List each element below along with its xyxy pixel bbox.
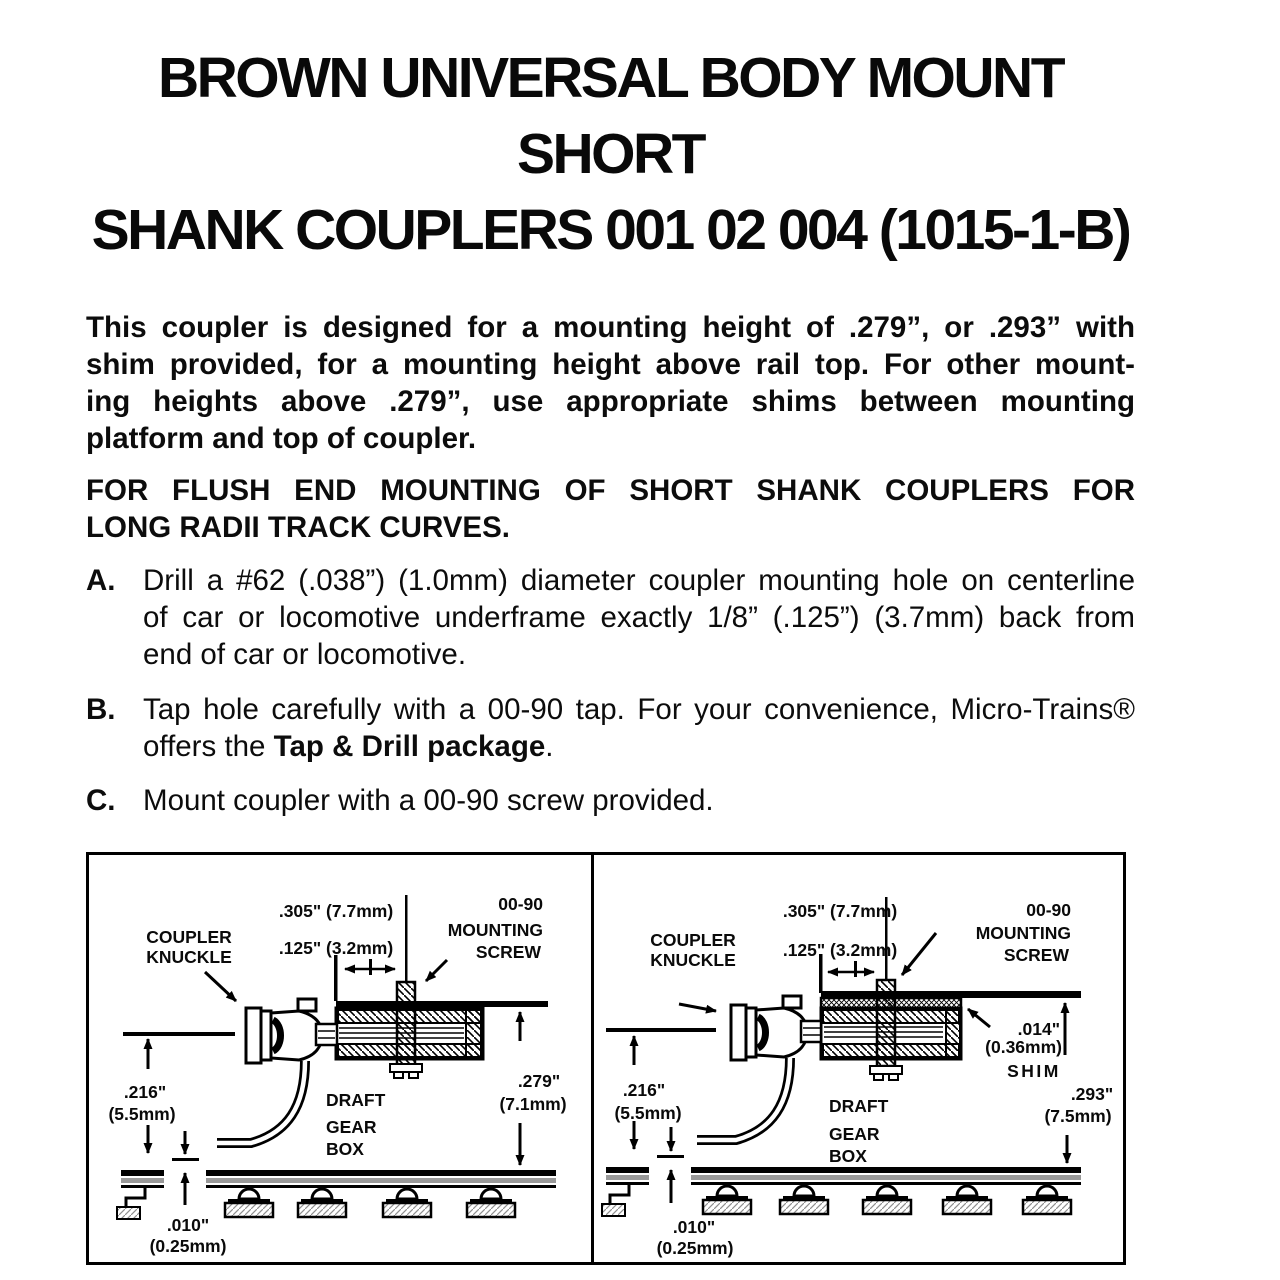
rails — [116, 1158, 556, 1220]
diagram-right-panel: COUPLER KNUCKLE .305" (7.7mm) .125" (3.2… — [601, 897, 1113, 1258]
step-a-label: A. — [86, 564, 116, 597]
step-a-text: Drill a #62 (.038”) (1.0mm) diameter cou… — [143, 562, 1135, 673]
step-a: A. Drill a #62 (.038”) (1.0mm) diameter … — [86, 562, 1135, 673]
screw-extension-line — [885, 897, 888, 981]
dimension-arrows — [143, 958, 525, 1205]
intro-line: shim provided, for a mounting height abo… — [86, 348, 1135, 381]
rails — [601, 1155, 1081, 1217]
label-mounting-screw: 00-90 — [1026, 900, 1071, 920]
step-a-line: of car or locomotive underframe exactly … — [143, 601, 1135, 634]
dim-shim-thickness: (0.36mm) — [985, 1037, 1062, 1057]
diagram-left-panel: COUPLER KNUCKLE .305" (7.7mm) .125" (3.2… — [108, 894, 566, 1256]
dim-centerline-height: (5.5mm) — [614, 1103, 681, 1123]
step-b: B. Tap hole carefully with a 00-90 tap. … — [86, 691, 1135, 765]
step-b-line2-pre: offers the — [143, 730, 274, 763]
step-b-line2-bold: Tap & Drill package — [273, 730, 546, 763]
label-draft-gear-box: GEAR — [326, 1117, 377, 1137]
section-heading-line: FOR FLUSH END MOUNTING OF SHORT SHANK CO… — [86, 474, 1135, 507]
label-shim: SHIM — [1007, 1061, 1061, 1081]
step-c: C. Mount coupler with a 00-90 screw prov… — [86, 782, 1135, 819]
coupler-centerline — [123, 1032, 235, 1036]
dim-centerline-height: .216" — [623, 1080, 665, 1100]
step-c-line: Mount coupler with a 00-90 screw provide… — [143, 784, 714, 817]
trip-pin — [217, 1060, 310, 1148]
trip-pin — [697, 1057, 795, 1145]
section-heading: FOR FLUSH END MOUNTING OF SHORT SHANK CO… — [86, 472, 1135, 546]
car-platform — [334, 955, 548, 1007]
label-coupler-knuckle: COUPLER — [146, 927, 232, 947]
intro-paragraph: This coupler is designed for a mounting … — [86, 309, 1135, 457]
step-b-line: Tap hole carefully with a 00-90 tap. For… — [143, 693, 1135, 726]
dim-screw-offset: .125" (3.2mm) — [279, 938, 393, 958]
mounting-screw-drawing — [869, 978, 903, 1081]
dim-rail-clearance: .010" — [673, 1217, 715, 1237]
step-b-label: B. — [86, 693, 116, 726]
label-mounting-screw: MOUNTING — [976, 923, 1071, 943]
sheet-content: BROWN UNIVERSAL BODY MOUNT SHORT SHANK C… — [86, 0, 1135, 1265]
dim-mount-height: (7.1mm) — [499, 1094, 566, 1114]
dim-centerline-height: .216" — [124, 1082, 166, 1102]
step-c-text: Mount coupler with a 00-90 screw provide… — [143, 782, 1135, 819]
label-coupler-knuckle: COUPLER — [650, 930, 736, 950]
step-c-label: C. — [86, 784, 116, 817]
mounting-screw-drawing — [389, 980, 423, 1079]
page-title: BROWN UNIVERSAL BODY MOUNT SHORT SHANK C… — [86, 0, 1135, 268]
dim-rail-clearance: (0.25mm) — [150, 1236, 227, 1256]
dim-shim-thickness: .014" — [1018, 1019, 1060, 1039]
screw-extension-line — [405, 895, 408, 983]
label-mounting-screw: SCREW — [1004, 945, 1070, 965]
step-b-text: Tap hole carefully with a 00-90 tap. For… — [143, 691, 1135, 765]
label-draft-gear-box: DRAFT — [829, 1096, 889, 1116]
label-draft-gear-box: DRAFT — [326, 1090, 386, 1110]
intro-line: ing heights above .279”, use appropriate… — [86, 385, 1135, 418]
dim-rail-clearance: .010" — [167, 1215, 209, 1235]
label-mounting-screw: 00-90 — [498, 894, 543, 914]
coupler-knuckle-drawing — [729, 994, 823, 1062]
dim-screw-offset: .125" (3.2mm) — [783, 940, 897, 960]
dim-mount-height: .293" — [1071, 1084, 1113, 1104]
track-ties — [223, 1187, 517, 1219]
step-b-line2-post: . — [545, 730, 554, 763]
intro-line: platform and top of coupler. — [86, 422, 477, 455]
intro-line: This coupler is designed for a mounting … — [86, 311, 1135, 344]
label-coupler-knuckle: KNUCKLE — [650, 950, 736, 970]
panel-divider — [591, 855, 594, 1262]
track-ties — [701, 1184, 1073, 1216]
label-draft-gear-box: BOX — [326, 1139, 364, 1159]
step-b-line: offers the Tap & Drill package. — [143, 728, 1135, 765]
diagram-figure: COUPLER KNUCKLE .305" (7.7mm) .125" (3.2… — [86, 852, 1126, 1265]
car-platform — [819, 954, 1081, 998]
step-a-line: end of car or locomotive. — [143, 638, 467, 671]
dim-rail-clearance: (0.25mm) — [657, 1238, 734, 1258]
label-draft-gear-box: BOX — [829, 1146, 867, 1166]
label-mounting-screw: MOUNTING — [448, 920, 543, 940]
dim-centerline-height: (5.5mm) — [108, 1104, 175, 1124]
dim-mount-height: .279" — [518, 1071, 560, 1091]
label-coupler-knuckle: KNUCKLE — [146, 947, 232, 967]
step-a-line: Drill a #62 (.038”) (1.0mm) diameter cou… — [143, 564, 1135, 597]
dim-overall-width: .305" (7.7mm) — [279, 901, 393, 921]
coupler-knuckle-drawing — [244, 997, 339, 1065]
title-line-2: SHANK COUPLERS 001 02 004 (1015-1-B) — [91, 198, 1132, 262]
section-heading-line: LONG RADII TRACK CURVES. — [86, 511, 510, 544]
label-mounting-screw: SCREW — [476, 942, 542, 962]
title-line-1: BROWN UNIVERSAL BODY MOUNT SHORT — [157, 46, 1066, 186]
dimension-arrows — [629, 932, 1072, 1203]
dim-mount-height: (7.5mm) — [1044, 1106, 1111, 1126]
coupler-centerline — [606, 1028, 716, 1032]
dim-overall-width: .305" (7.7mm) — [783, 901, 897, 921]
label-draft-gear-box: GEAR — [829, 1124, 880, 1144]
